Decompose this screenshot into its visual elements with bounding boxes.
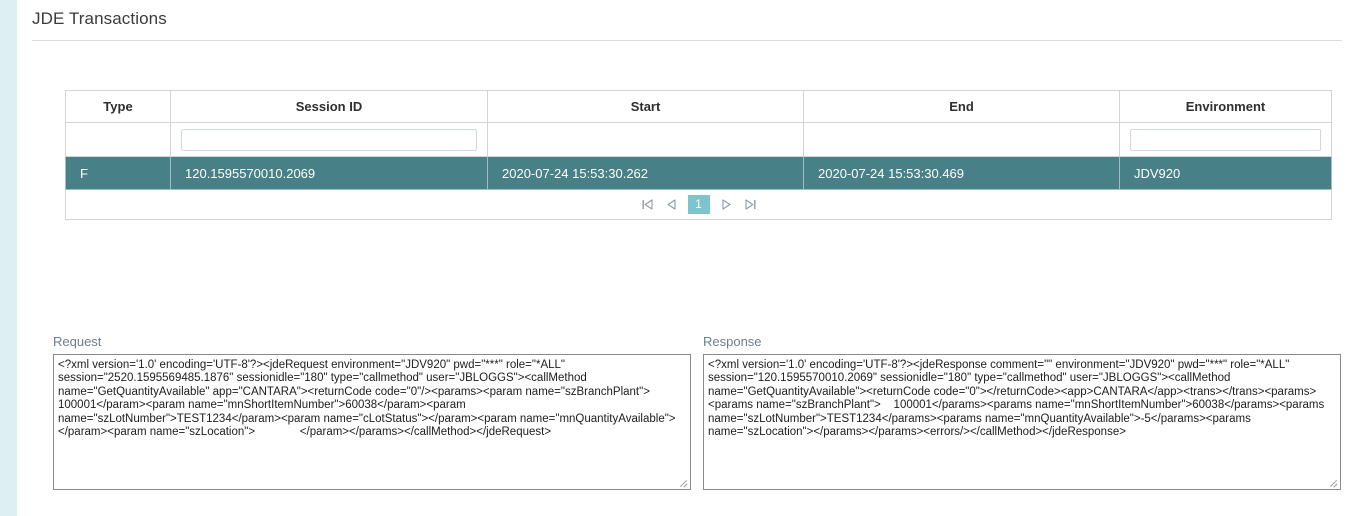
cell-start: 2020-07-24 15:53:30.262 <box>487 156 804 190</box>
page-number-1[interactable]: 1 <box>687 195 710 214</box>
transactions-table: Type Session ID Start End Environment <box>65 90 1332 220</box>
next-page-icon[interactable] <box>719 197 734 212</box>
rail-divider <box>17 0 18 516</box>
cell-session-id: 120.1595570010.2069 <box>170 156 488 190</box>
table-body: F 120.1595570010.2069 2020-07-24 15:53:3… <box>65 122 1332 220</box>
cell-end: 2020-07-24 15:53:30.469 <box>803 156 1120 190</box>
column-header-start[interactable]: Start <box>487 90 804 123</box>
pager-row: 1 <box>65 189 1332 220</box>
page-content: JDE Transactions Type Session ID Start <box>18 0 1360 516</box>
request-textarea-box <box>53 354 691 490</box>
header-row: Type Session ID Start End Environment <box>65 90 1332 123</box>
filter-cell-session-id <box>170 122 488 157</box>
table-head: Type Session ID Start End Environment <box>65 90 1332 123</box>
filter-cell-environment <box>1119 122 1332 157</box>
pager-cell: 1 <box>65 189 1332 220</box>
pagination: 1 <box>66 190 1331 219</box>
filter-row <box>65 122 1332 157</box>
left-rail <box>0 0 17 516</box>
column-header-environment[interactable]: Environment <box>1119 90 1332 123</box>
filter-cell-start <box>487 122 804 157</box>
response-column: Response <box>703 334 1341 490</box>
filter-cell-end <box>803 122 1120 157</box>
filter-cell-type <box>65 122 171 157</box>
previous-page-icon[interactable] <box>664 197 679 212</box>
response-textarea-box <box>703 354 1341 490</box>
page-header: JDE Transactions <box>32 8 1342 41</box>
table-row[interactable]: F 120.1595570010.2069 2020-07-24 15:53:3… <box>65 156 1332 190</box>
page-title: JDE Transactions <box>32 9 167 28</box>
response-label: Response <box>703 334 762 349</box>
response-textarea[interactable] <box>704 355 1340 489</box>
session-id-filter-input[interactable] <box>181 128 477 151</box>
first-page-icon[interactable] <box>640 197 655 212</box>
column-header-end[interactable]: End <box>803 90 1120 123</box>
cell-environment: JDV920 <box>1119 156 1332 190</box>
jde-transactions-grid: Type Session ID Start End Environment <box>65 90 1332 220</box>
column-header-session-id[interactable]: Session ID <box>170 90 488 123</box>
request-column: Request <box>53 334 691 490</box>
request-label: Request <box>53 334 102 349</box>
column-header-type[interactable]: Type <box>65 90 171 123</box>
request-textarea[interactable] <box>54 355 690 489</box>
last-page-icon[interactable] <box>743 197 758 212</box>
environment-filter-input[interactable] <box>1130 128 1321 151</box>
cell-type: F <box>65 156 171 190</box>
